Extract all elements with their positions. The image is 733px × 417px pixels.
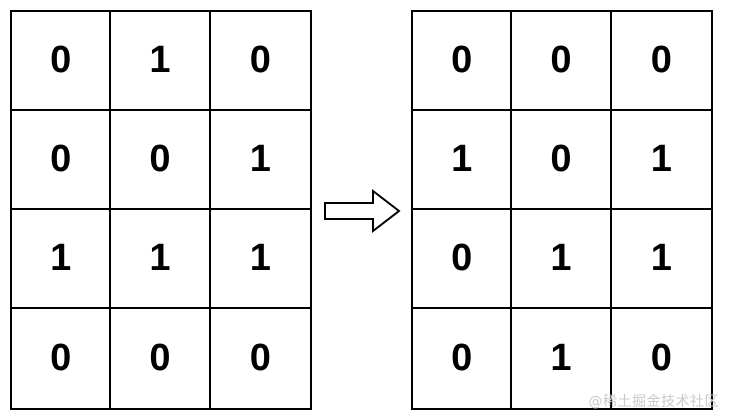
grid-after-cell-r1-c2: 0 — [512, 12, 612, 111]
grid-after-cell-r3-c1: 0 — [413, 210, 513, 309]
right-arrow-shape — [324, 188, 401, 234]
grid-before-cell-r1-c1: 0 — [12, 12, 112, 111]
grid-before: 0 1 0 0 0 1 1 1 1 0 0 0 — [10, 10, 312, 410]
grid-before-cell-r4-c1: 0 — [12, 309, 112, 408]
watermark: @稀土掘金技术社区 — [588, 394, 719, 410]
grid-after-cell-r2-c1: 1 — [413, 111, 513, 210]
grid-after-cell-r2-c2: 0 — [512, 111, 612, 210]
grid-after-cell-r3-c3: 1 — [611, 210, 711, 309]
grid-before-cell-r3-c2: 1 — [111, 210, 211, 309]
grid-after-cell-r1-c3: 0 — [611, 12, 711, 111]
grid-before-cell-r2-c1: 0 — [12, 111, 112, 210]
grid-before-cell-r4-c2: 0 — [111, 309, 211, 408]
grid-before-cell-r2-c2: 0 — [111, 111, 211, 210]
grid-before-cell-r3-c1: 1 — [12, 210, 112, 309]
grid-before-cell-r4-c3: 0 — [249, 337, 271, 379]
grid-after-cell-r4-c2: 1 — [512, 309, 612, 408]
grid-before-cell-r3-c3: 1 — [210, 210, 310, 309]
grid-before-cell-r1-c2: 1 — [111, 12, 211, 111]
grid-after-cell-r2-c3: 1 — [611, 111, 711, 210]
grid-after-cell-r1-c1: 0 — [413, 12, 513, 111]
grid-after-cell-r3-c2: 1 — [512, 210, 612, 309]
grid-before-cell-r1-c3: 0 — [210, 12, 310, 111]
grid-after: 0 0 0 1 0 1 0 1 1 0 1 0 — [411, 10, 713, 410]
right-arrow-icon — [324, 188, 401, 234]
grid-after-cell-r4-c3: 0 — [650, 337, 672, 379]
grid-before-cell-r2-c3: 1 — [210, 111, 310, 210]
grid-after-cell-r4-c1: 0 — [413, 309, 513, 408]
